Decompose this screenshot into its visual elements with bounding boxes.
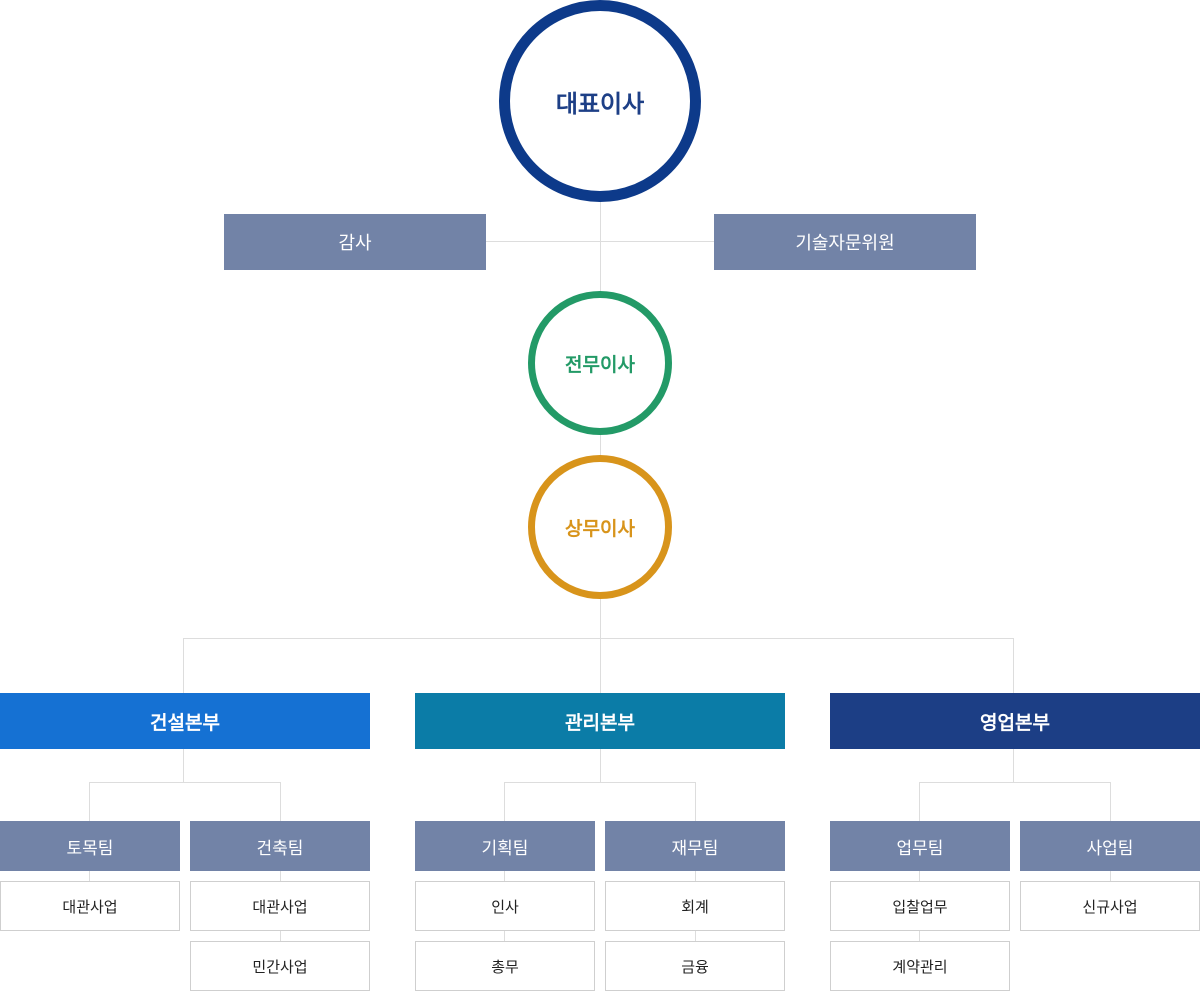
team-label: 기획팀 (481, 838, 529, 859)
task-label: 인사 (491, 897, 519, 916)
executive-director-node: 전무이사 (528, 291, 672, 435)
task-label: 입찰업무 (892, 897, 948, 916)
team-box: 사업팀 (1020, 821, 1200, 871)
tech-advisory-box: 기술자문위원 (714, 214, 976, 270)
division-label: 건설본부 (150, 711, 220, 734)
task-label: 신규사업 (1082, 897, 1138, 916)
task-box: 총무 (415, 941, 595, 991)
task-box: 신규사업 (1020, 881, 1200, 931)
managing-director-node: 상무이사 (528, 455, 672, 599)
team-label: 건축팀 (256, 838, 304, 859)
executive-director-label: 전무이사 (565, 353, 635, 376)
team-box: 건축팀 (190, 821, 370, 871)
division-label: 관리본부 (565, 711, 635, 734)
division-construction: 건설본부 (0, 693, 370, 749)
task-box: 계약관리 (830, 941, 1010, 991)
team-label: 업무팀 (896, 838, 944, 859)
task-box: 금융 (605, 941, 785, 991)
task-box: 회계 (605, 881, 785, 931)
task-label: 금융 (681, 957, 709, 976)
managing-director-label: 상무이사 (565, 517, 635, 540)
task-label: 회계 (681, 897, 709, 916)
ceo-label: 대표이사 (555, 89, 645, 118)
task-box: 민간사업 (190, 941, 370, 991)
ceo-node: 대표이사 (499, 0, 701, 202)
team-box: 재무팀 (605, 821, 785, 871)
task-label: 계약관리 (892, 957, 948, 976)
team-box: 토목팀 (0, 821, 180, 871)
task-box: 대관사업 (190, 881, 370, 931)
task-box: 입찰업무 (830, 881, 1010, 931)
team-label: 사업팀 (1086, 838, 1134, 859)
task-label: 총무 (491, 957, 519, 976)
task-box: 대관사업 (0, 881, 180, 931)
audit-label: 감사 (338, 233, 372, 254)
team-box: 업무팀 (830, 821, 1010, 871)
task-label: 민간사업 (252, 957, 308, 976)
team-label: 재무팀 (671, 838, 719, 859)
team-label: 토목팀 (66, 838, 114, 859)
task-label: 대관사업 (252, 897, 308, 916)
division-management: 관리본부 (415, 693, 785, 749)
task-box: 인사 (415, 881, 595, 931)
tech-advisory-label: 기술자문위원 (795, 233, 895, 254)
team-box: 기획팀 (415, 821, 595, 871)
audit-box: 감사 (224, 214, 486, 270)
division-label: 영업본부 (980, 711, 1050, 734)
division-sales: 영업본부 (830, 693, 1200, 749)
task-label: 대관사업 (62, 897, 118, 916)
